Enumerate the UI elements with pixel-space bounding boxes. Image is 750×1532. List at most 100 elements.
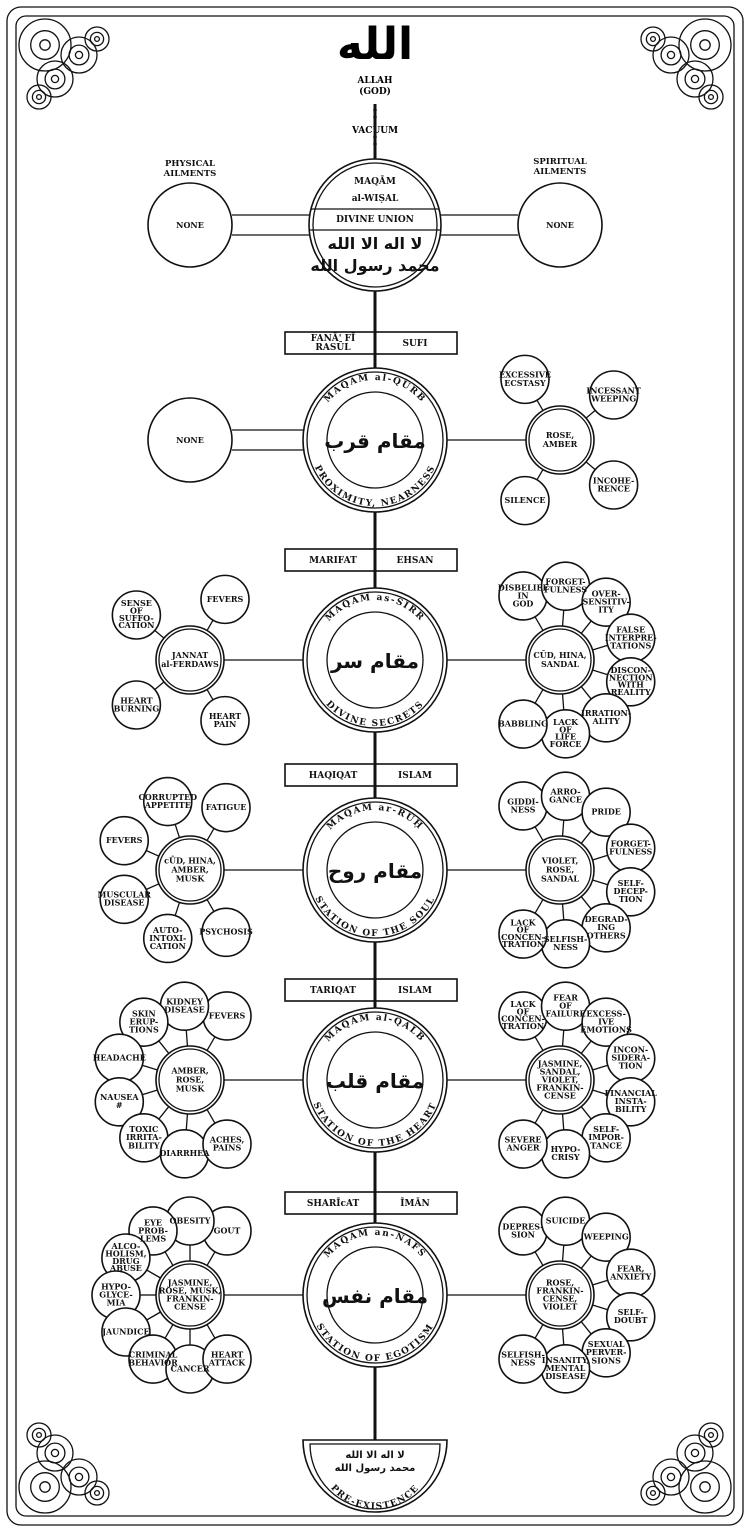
- station-inner-circle: [326, 1246, 424, 1344]
- ailment-label-line: MENTAL: [546, 1363, 586, 1373]
- ailment-label-line: HYPO-: [551, 1144, 581, 1154]
- remedy-label-line: ROSE,: [546, 1277, 574, 1287]
- allah-arabic: الله: [336, 19, 414, 70]
- station-ring-circle: [306, 591, 444, 729]
- ailment-circle: [201, 907, 251, 958]
- remedy-circle-inner: [528, 838, 592, 902]
- separator-dot: [373, 135, 377, 139]
- ailment-label-line: SEXUAL: [588, 1339, 625, 1349]
- remedy-circle-outer: [525, 1045, 595, 1115]
- spoke-line: [592, 879, 608, 886]
- remedy-label: VIOLET,ROSE,SANDAL: [541, 856, 580, 884]
- ailment-label-line: TANCE: [590, 1140, 622, 1150]
- rose-petal: [703, 1427, 719, 1443]
- spoke-line: [580, 830, 592, 844]
- shahada-arabic-line: لا اله الا الله: [328, 234, 423, 253]
- rose-center: [666, 50, 676, 60]
- separator-dot: [373, 115, 377, 119]
- path-bar-4: [284, 1191, 458, 1215]
- ailment-label: PRIDE: [591, 807, 620, 817]
- station-inner-circle: [326, 1031, 424, 1129]
- rose-petal: [68, 1466, 90, 1488]
- ailment-label-line: SION: [511, 1229, 535, 1239]
- ailment-label: FEAR,ANXIETY: [609, 1264, 652, 1282]
- remedy-label-line: ROSE,: [546, 430, 574, 440]
- ailment-label: HYPO-CRISY: [551, 1144, 581, 1162]
- ailment-label-line: EXCESSIVE: [499, 370, 551, 380]
- station-outer-circle: [302, 367, 448, 513]
- ailment-label-line: AUTO-: [152, 925, 183, 935]
- station-0: [308, 158, 442, 292]
- ailment-label-line: LIFE: [555, 732, 576, 742]
- ailment-label-line: PERVER-: [586, 1347, 627, 1357]
- ailment-label-line: OVER-: [592, 589, 621, 599]
- ailment-label-line: WITH: [617, 680, 645, 690]
- ailment-label-line: BILITY: [615, 1104, 647, 1114]
- rose-outline: [676, 1434, 714, 1472]
- ailment-label-line: PRIDE: [591, 807, 620, 817]
- ailment-circle: [605, 1077, 656, 1127]
- rose-center: [50, 74, 60, 84]
- ailment-label: GOUT: [214, 1225, 241, 1235]
- spoke-line: [146, 1311, 161, 1321]
- ailment-circle: [111, 590, 162, 640]
- ailment-label-line: FORGET-: [545, 577, 585, 587]
- rose-petal: [30, 1472, 60, 1502]
- floral-corner-bottom-right: [640, 1422, 732, 1514]
- spoke-line: [154, 681, 165, 691]
- ailment-label: ACHES,PAINS: [209, 1134, 245, 1152]
- ailment-label-line: ERUP-: [130, 1017, 159, 1027]
- remedy-label-line: CŪD, HINA,: [533, 650, 586, 660]
- ailment-label-line: INTERPRE-: [605, 633, 657, 643]
- station-ring-circle: [306, 1226, 444, 1364]
- station-outer-circle: [302, 797, 448, 943]
- ailment-label-line: SELF-: [593, 1124, 619, 1134]
- ailment-label-line: FEAR,: [617, 1264, 645, 1274]
- spoke-line: [534, 1109, 544, 1124]
- spoke-line: [174, 902, 181, 916]
- spoke-line: [206, 619, 214, 631]
- remedy-label: JASMINE,ROSE, MUSK,FRANKIN-CENSE: [159, 1277, 222, 1311]
- ailment-circle: [200, 695, 250, 746]
- pre-existence-semicircle: [302, 1439, 448, 1513]
- none-circle: [147, 397, 233, 483]
- bar-left-label-line: FANĀ' FĪ: [311, 332, 356, 344]
- ailment-label-line: KIDNEY: [166, 997, 203, 1007]
- remedy-label: ROSE,AMBER: [542, 430, 578, 449]
- spoke-line: [145, 849, 160, 857]
- ailment-circle: [142, 913, 193, 964]
- inner-frame: [15, 15, 735, 1517]
- station-inner-circle: [326, 611, 424, 709]
- rose-outline: [60, 36, 98, 74]
- ailment-label-line: ALITY: [592, 716, 621, 726]
- pre-existence-inner: [309, 1443, 441, 1510]
- ailment-label: SELF-DECEP-TION: [614, 878, 648, 904]
- ailment-label: DIARRHEA: [159, 1148, 210, 1158]
- god-label: (GOD): [359, 87, 391, 97]
- cluster-left-1: [147, 397, 307, 483]
- remedy-circle-inner: [158, 838, 222, 902]
- spoke-line: [185, 1113, 189, 1130]
- bar-right-label-line: ISLAM: [398, 771, 432, 781]
- station-ring-circle: [306, 1011, 444, 1149]
- ailment-label-line: PSYCHOSIS: [199, 927, 253, 937]
- station-outer-circle: [308, 158, 442, 292]
- ailment-label-line: CANCER: [171, 1363, 210, 1373]
- ailment-label: SELFISH-NESS: [501, 1349, 545, 1367]
- ailment-label-line: INCON-: [613, 1045, 648, 1055]
- ailment-label-line: SUICIDE: [546, 1216, 586, 1226]
- spoke-line: [164, 1251, 174, 1266]
- remedy-label-line: SANDAL,: [540, 1066, 581, 1076]
- spoke-line: [206, 1036, 216, 1051]
- ailment-label-line: APPETITE: [144, 800, 191, 810]
- rose-center: [39, 1481, 51, 1493]
- rose-outline: [60, 1458, 98, 1496]
- ailment-label: GIDDI-NESS: [507, 796, 539, 814]
